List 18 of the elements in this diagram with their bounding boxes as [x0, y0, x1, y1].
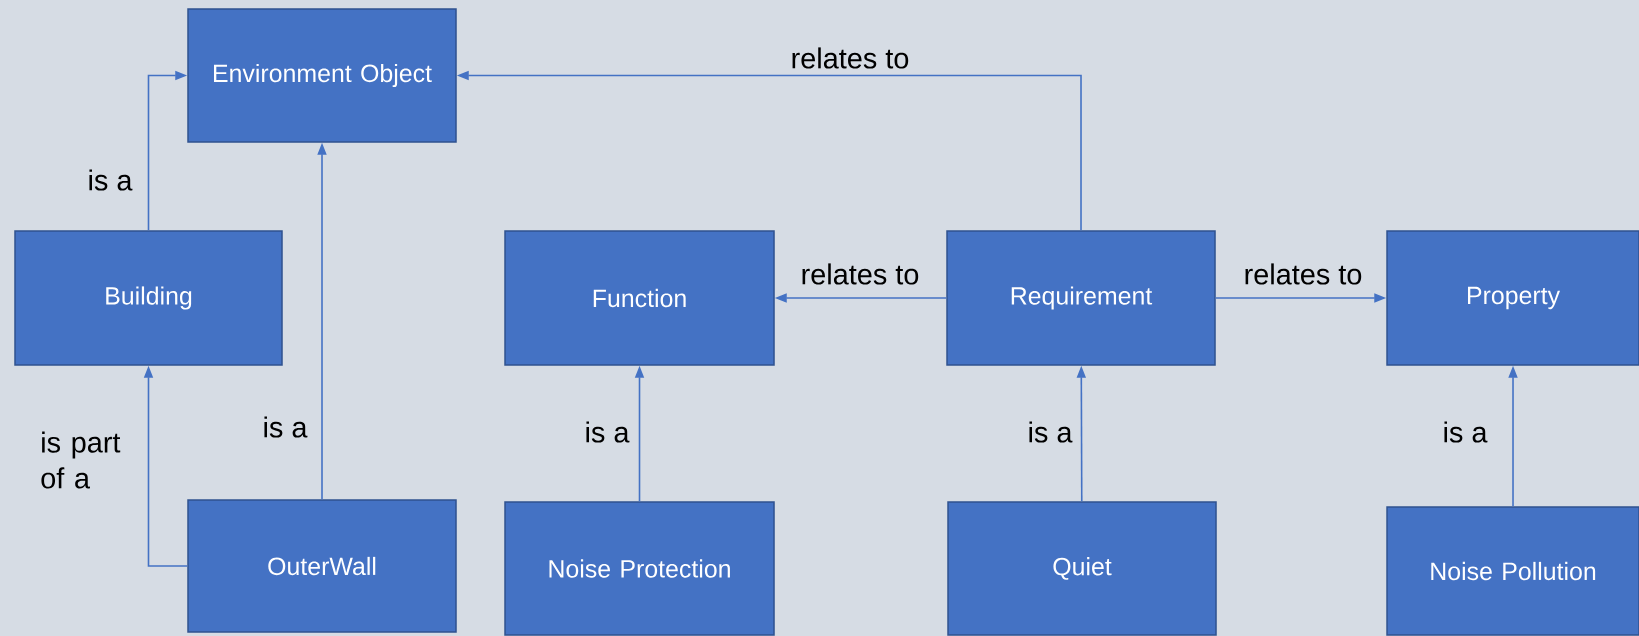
- concept-box: Property: [1386, 230, 1639, 366]
- edge-label: relates to: [802, 263, 919, 285]
- concept-box: Noise Protection: [504, 501, 775, 636]
- concept-box: Building: [14, 230, 283, 366]
- edge-label: relates to: [1245, 263, 1362, 285]
- edge-label: is a: [1444, 421, 1488, 443]
- edge-label: is a: [264, 416, 308, 438]
- edge-label: relates to: [792, 47, 909, 69]
- concept-box: Quiet: [947, 501, 1217, 636]
- edge-label: is part of a: [41, 431, 121, 489]
- concept-box: Function: [504, 230, 775, 366]
- concept-box: Noise Pollution: [1386, 506, 1639, 636]
- concept-box: Environment Object: [187, 8, 457, 143]
- edge-label: is a: [89, 169, 133, 191]
- edge-label: is a: [586, 421, 630, 443]
- concept-box: OuterWall: [187, 499, 457, 633]
- edge-label: is a: [1029, 421, 1073, 443]
- concept-box: Requirement: [946, 230, 1216, 366]
